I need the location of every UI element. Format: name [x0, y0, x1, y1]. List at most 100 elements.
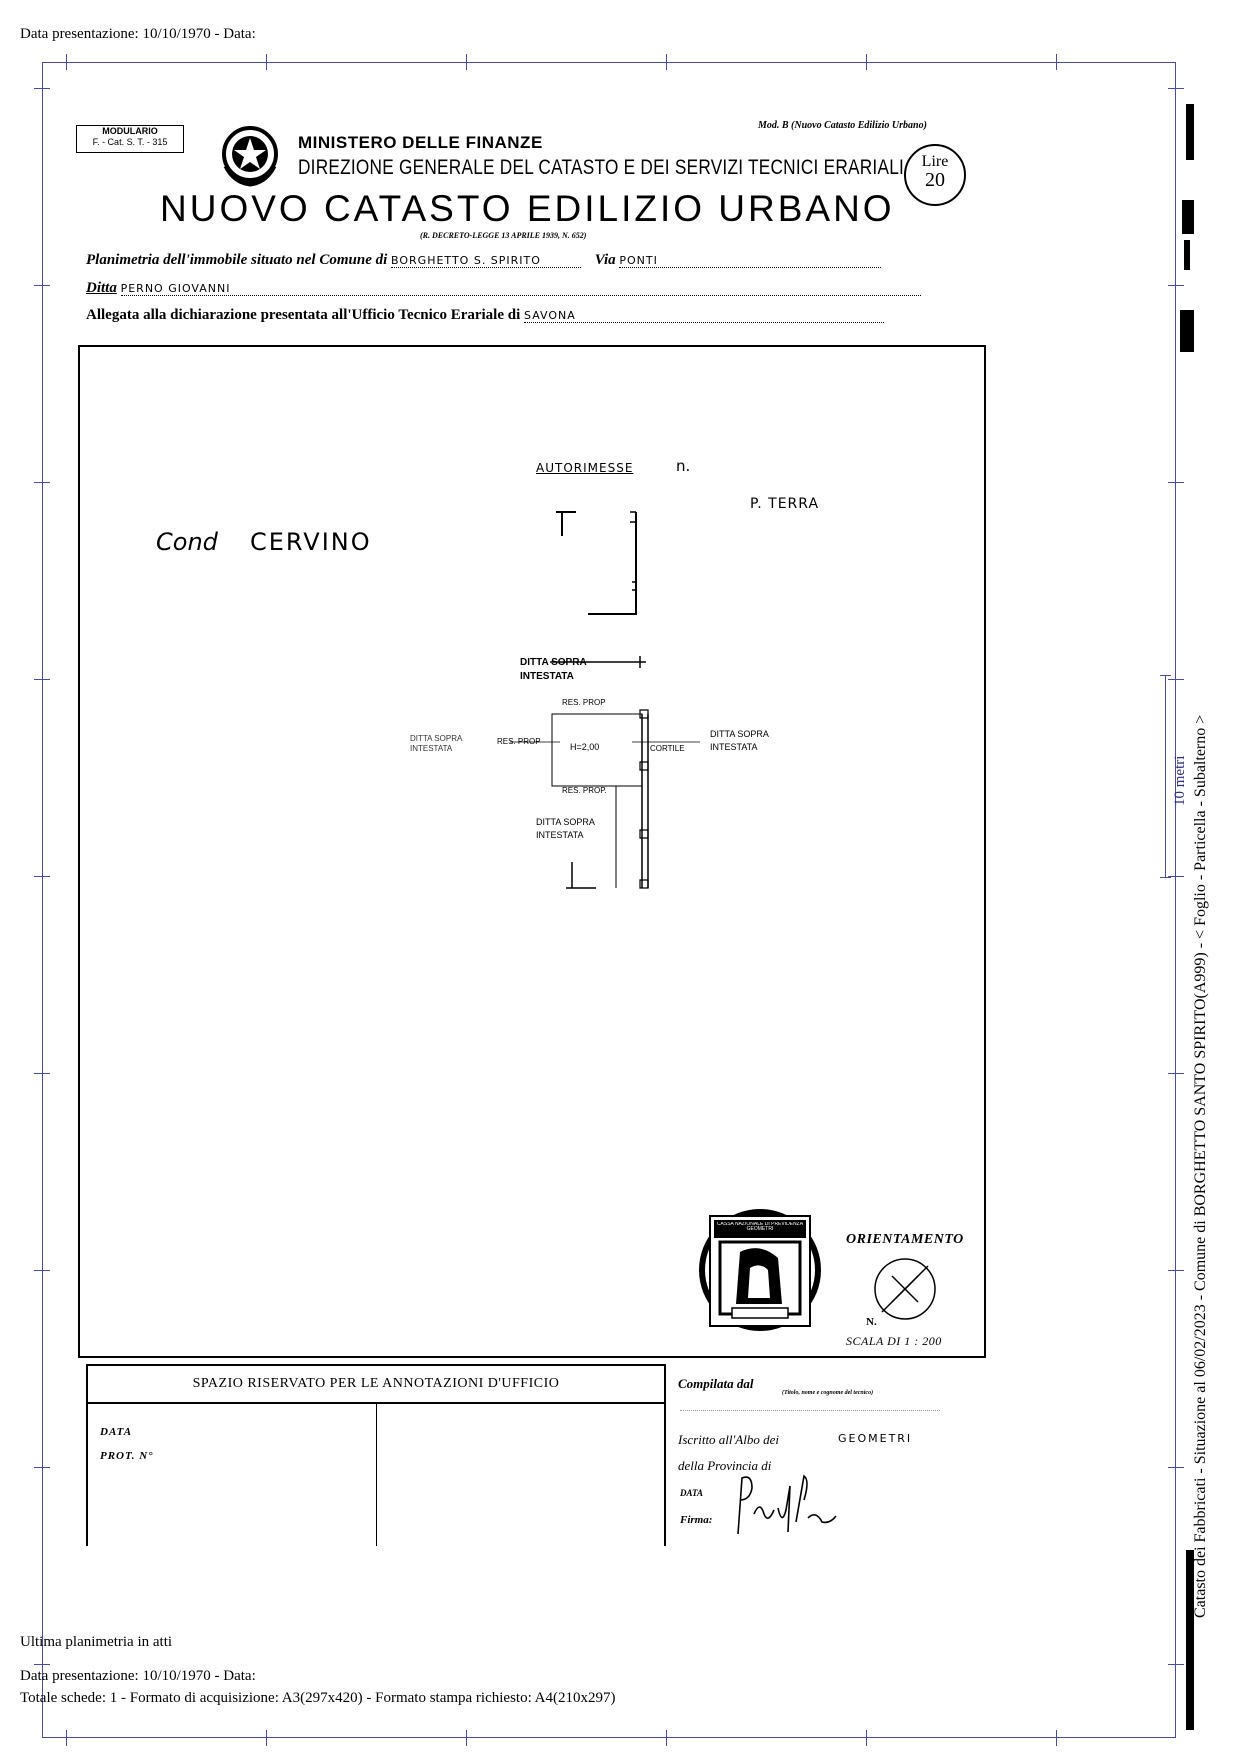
data-small-label: DATA: [680, 1488, 704, 1498]
ditta-left-line1: DITTA SOPRA: [410, 734, 463, 743]
frame-tick: [34, 1467, 50, 1468]
header-presentation-line: Data presentazione: 10/10/1970 - Data:: [20, 26, 256, 42]
frame-tick: [866, 1730, 867, 1746]
cortile-label: CORTILE: [650, 744, 685, 753]
frame-tick: [1056, 1730, 1057, 1746]
republic-emblem-icon: [218, 122, 282, 188]
catasto-side-text: Catasto dei Fabbricati - Situazione al 0…: [1192, 714, 1209, 1618]
ditta-right-note: DITTA SOPRA INTESTATA: [710, 728, 769, 754]
floor-plan-drawing: [510, 511, 700, 889]
ditta-label: Ditta: [86, 280, 117, 296]
bottom-presentation-line: Data presentazione: 10/10/1970 - Data:: [20, 1668, 256, 1684]
frame-tick: [266, 54, 267, 70]
ditta-value: PERNO GIOVANNI: [120, 282, 921, 296]
mod-b-label: Mod. B (Nuovo Catasto Edilizio Urbano): [758, 120, 927, 131]
frame-tick: [1168, 482, 1184, 483]
scale-bar-label: 10 metri: [1172, 755, 1188, 806]
res-prop-left: RES. PROP: [497, 737, 541, 746]
via-label: Via: [594, 252, 616, 268]
frame-tick: [666, 1730, 667, 1746]
frame-tick: [1168, 679, 1184, 680]
compilata-dotted-line: [680, 1410, 940, 1411]
page-frame: [42, 62, 1176, 1738]
frame-tick: [66, 54, 67, 70]
frame-tick: [34, 876, 50, 877]
frame-tick: [1168, 876, 1184, 877]
ditta-right-line2: INTESTATA: [710, 742, 758, 752]
footer-divider-right: [664, 1364, 666, 1546]
reserved-header: SPAZIO RISERVATO PER LE ANNOTAZIONI D'UF…: [86, 1364, 666, 1404]
res-prop-top: RES. PROP: [562, 698, 606, 707]
ultima-planimetria: Ultima planimetria in atti: [20, 1634, 173, 1650]
ditta-bottom-note: DITTA SOPRA INTESTATA: [536, 816, 595, 842]
ufficio-label: Allegata alla dichiarazione presentata a…: [86, 307, 521, 323]
scan-artifact: [1180, 310, 1194, 352]
frame-tick: [66, 1730, 67, 1746]
compilata-label: Compilata dal: [678, 1376, 754, 1391]
signature: [737, 1474, 837, 1535]
frame-tick: [34, 482, 50, 483]
modulario-label: MODULARIO: [102, 126, 158, 136]
frame-tick: [1168, 285, 1184, 286]
form-line-ufficio: Allegata alla dichiarazione presentata a…: [86, 307, 962, 324]
floor-label: P. TERRA: [750, 496, 820, 512]
frame-tick: [34, 1664, 50, 1665]
frame-tick: [1168, 1664, 1184, 1665]
ditta-right-line1: DITTA SOPRA: [710, 729, 769, 739]
ditta-top-note: DITTA SOPRA INTESTATA: [520, 656, 587, 684]
scan-artifact: [1182, 200, 1194, 234]
frame-tick: [866, 54, 867, 70]
frame-tick: [666, 54, 667, 70]
scan-artifact: [1186, 1550, 1194, 1730]
frame-tick: [466, 54, 467, 70]
ditta-left-note: DITTA SOPRA INTESTATA: [410, 734, 462, 754]
ditta-bottom-line1: DITTA SOPRA: [536, 817, 595, 827]
frame-tick: [1168, 1270, 1184, 1271]
stamp-duty-badge: Lire 20: [904, 144, 966, 206]
footer-border-left: [86, 1402, 88, 1546]
scale-bar-cap-bottom: [1160, 877, 1171, 878]
frame-tick: [34, 88, 50, 89]
seal-stamp-icon: [699, 1209, 821, 1331]
prot-label: PROT. N°: [100, 1450, 154, 1462]
frame-tick: [466, 1730, 467, 1746]
scale-bar: [1165, 675, 1166, 877]
ditta-bottom-line2: INTESTATA: [536, 830, 584, 840]
autorimesse-label: AUTORIMESSE: [536, 461, 634, 475]
height-label: H=2,00: [570, 742, 600, 752]
frame-tick: [34, 679, 50, 680]
provincia-label: della Provincia di: [678, 1458, 772, 1473]
north-compass-icon: [872, 1256, 938, 1322]
modulario-box: MODULARIO F. - Cat. S. T. - 315: [76, 125, 184, 153]
scan-artifact: [1186, 104, 1194, 160]
form-line-ditta: Ditta PERNO GIOVANNI: [86, 280, 962, 297]
seal-text: CASSA NAZIONALE DI PREVIDENZA GEOMETRI: [716, 1222, 804, 1232]
ministry-title: MINISTERO DELLE FINANZE: [298, 133, 543, 152]
cond-name: CERVINO: [250, 528, 372, 556]
modulario-code: F. - Cat. S. T. - 315: [92, 137, 168, 147]
catasto-main-title: NUOVO CATASTO EDILIZIO URBANO: [160, 188, 895, 229]
res-prop-bottom: RES. PROP.: [562, 786, 607, 795]
iscritto-value: GEOMETRI: [838, 1432, 913, 1445]
direction-title: DIREZIONE GENERALE DEL CATASTO E DEI SER…: [298, 156, 905, 179]
comune-value: BORGHETTO S. SPIRITO: [391, 254, 582, 268]
cond-label: Cond: [156, 528, 218, 556]
scale-label: SCALA DI 1 : 200: [846, 1334, 942, 1348]
scale-bar-cap-top: [1160, 675, 1171, 676]
stamp-value: 20: [925, 169, 945, 191]
form-line-comune: Planimetria dell'immobile situato nel Co…: [86, 252, 962, 269]
frame-tick: [34, 1073, 50, 1074]
orientamento-label: ORIENTAMENTO: [846, 1232, 964, 1247]
firma-label: Firma:: [680, 1514, 713, 1526]
comune-label: Planimetria dell'immobile situato nel Co…: [86, 252, 388, 268]
compilata-note: (Titolo, nome e cognome del tecnico): [782, 1390, 874, 1396]
plan-drawing-box: [78, 345, 986, 1358]
scan-artifact: [1184, 240, 1190, 270]
frame-tick: [1056, 54, 1057, 70]
ufficio-value: SAVONA: [524, 309, 885, 323]
ditta-top-line1: DITTA SOPRA: [520, 657, 587, 668]
totale-schede-line: Totale schede: 1 - Formato di acquisizio…: [20, 1690, 616, 1706]
ditta-top-line2: INTESTATA: [520, 671, 574, 682]
north-label: N.: [866, 1316, 877, 1328]
data-label: DATA: [100, 1426, 133, 1438]
